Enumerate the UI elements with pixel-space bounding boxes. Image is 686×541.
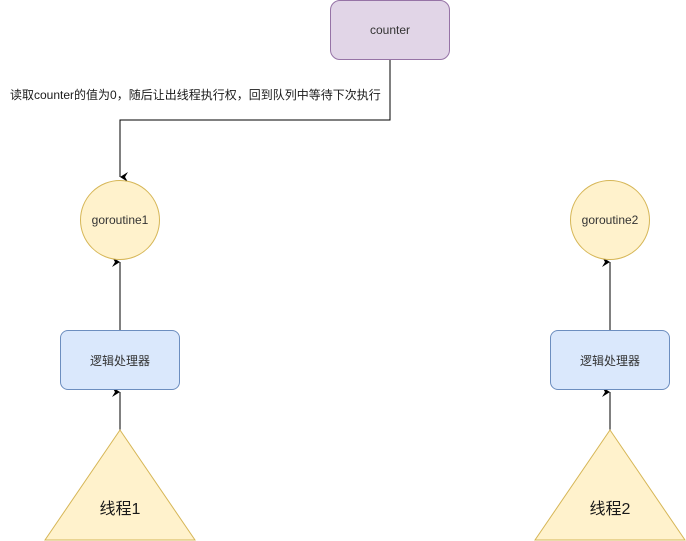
thread1-triangle[interactable] (44, 429, 196, 541)
edge-counter-to-goroutine1 (119, 60, 391, 182)
processor2-label: 逻辑处理器 (579, 353, 640, 368)
thread1-label: 线程1 (99, 501, 141, 518)
goroutine1-node[interactable]: goroutine1 (80, 180, 160, 260)
counter-label: counter (369, 23, 411, 37)
thread2-label: 线程2 (589, 501, 631, 518)
counter-node[interactable]: counter (330, 0, 450, 60)
goroutine2-node[interactable]: goroutine2 (570, 180, 650, 260)
edge-label: 读取counter的值为0，随后让出线程执行权，回到队列中等待下次执行 (10, 88, 381, 102)
thread2-triangle[interactable] (534, 429, 686, 541)
processor1-label: 逻辑处理器 (89, 353, 150, 368)
goroutine2-label: goroutine2 (581, 213, 639, 227)
goroutine1-label: goroutine1 (91, 213, 149, 227)
processor1-node[interactable]: 逻辑处理器 (60, 330, 180, 390)
processor2-node[interactable]: 逻辑处理器 (550, 330, 670, 390)
